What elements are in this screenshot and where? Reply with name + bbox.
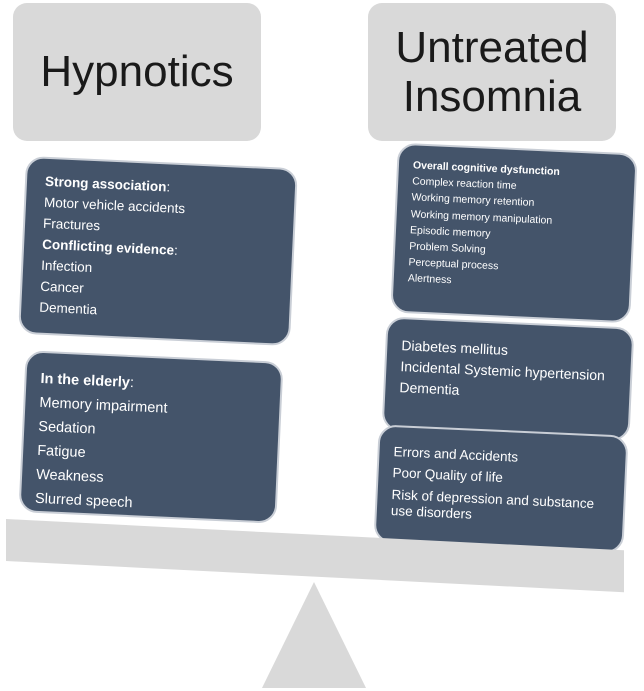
quality-of-life-box: Errors and Accidents Poor Quality of lif… bbox=[373, 424, 629, 554]
untreated-title-line2: Insomnia bbox=[402, 72, 582, 121]
list-item: Risk of depression and substance use dis… bbox=[390, 487, 595, 522]
scale-fulcrum bbox=[262, 582, 366, 688]
untreated-insomnia-header: Untreated Insomnia bbox=[368, 3, 616, 141]
hypnotics-associations-box: Strong association: Motor vehicle accide… bbox=[18, 155, 298, 347]
hypnotics-header: Hypnotics bbox=[13, 3, 261, 141]
untreated-title-line1: Untreated bbox=[395, 22, 589, 72]
hypnotics-title: Hypnotics bbox=[40, 47, 234, 97]
hypnotics-elderly-box: In the elderly: Memory impairment Sedati… bbox=[18, 350, 284, 524]
cognitive-dysfunction-box: Overall cognitive dysfunction Complex re… bbox=[390, 142, 638, 324]
medical-conditions-box: Diabetes mellitus Incidental Systemic hy… bbox=[381, 316, 635, 442]
